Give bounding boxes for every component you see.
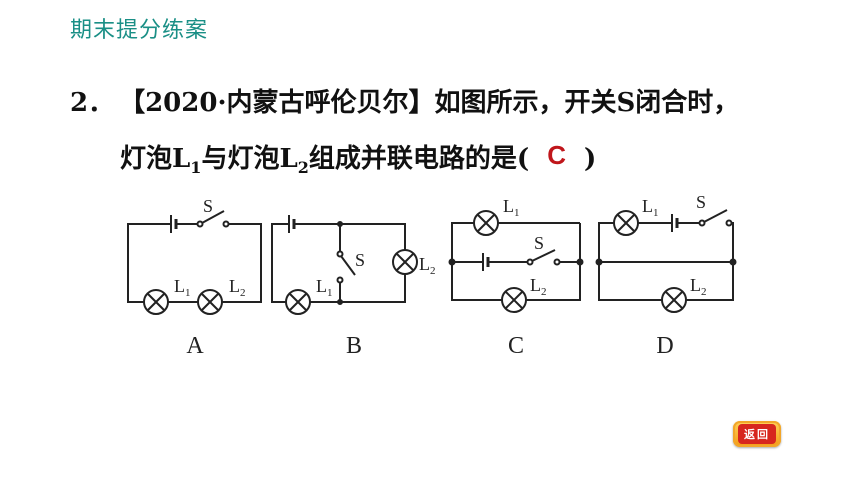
label-l2-a: L2 [229, 276, 246, 299]
back-button[interactable]: 返回 [733, 421, 781, 447]
circuit-a [127, 210, 262, 315]
label-s-b: S [355, 250, 365, 270]
option-b-label: B [346, 333, 362, 359]
label-l2-b: L2 [419, 254, 436, 277]
circuit-b [271, 215, 418, 315]
label-s-a: S [203, 196, 213, 216]
label-l1-b: L1 [316, 276, 333, 299]
label-s-d: S [696, 192, 706, 212]
question-number: 2． [70, 88, 115, 118]
question-text-1: 如图所示，开关S闭合时， [434, 88, 740, 118]
label-l1-c: L1 [503, 196, 520, 219]
label-l2-c: L2 [530, 275, 547, 298]
option-d-label: D [656, 333, 673, 359]
answer-text: C [547, 140, 566, 170]
question-text-2a: 灯泡L [120, 144, 191, 174]
option-c-label: C [508, 333, 524, 359]
question-line-2: 灯泡L1与灯泡L2组成并联电路的是( C) [120, 138, 596, 177]
subscript-1: 1 [190, 158, 202, 178]
question-text-2c: 组成并联电路的是( [308, 144, 530, 174]
question-text-2b: 与灯泡L [201, 144, 298, 174]
question-source: 【2020·内蒙古呼伦贝尔】 [132, 88, 435, 118]
page-header-title: 期末提分练案 [70, 18, 209, 43]
label-l1-d: L1 [642, 196, 659, 219]
back-button-label: 返回 [738, 424, 776, 444]
label-s-c: S [534, 233, 544, 253]
circuit-d [595, 209, 737, 313]
close-paren: ) [583, 144, 597, 174]
option-a-label: A [186, 333, 204, 359]
subscript-2: 2 [297, 158, 309, 178]
circuit-c [448, 210, 584, 313]
label-l2-d: L2 [690, 275, 707, 298]
question-line-1: 2． 【2020·内蒙古呼伦贝尔】如图所示，开关S闭合时， [70, 82, 739, 119]
label-l1-a: L1 [174, 276, 191, 299]
